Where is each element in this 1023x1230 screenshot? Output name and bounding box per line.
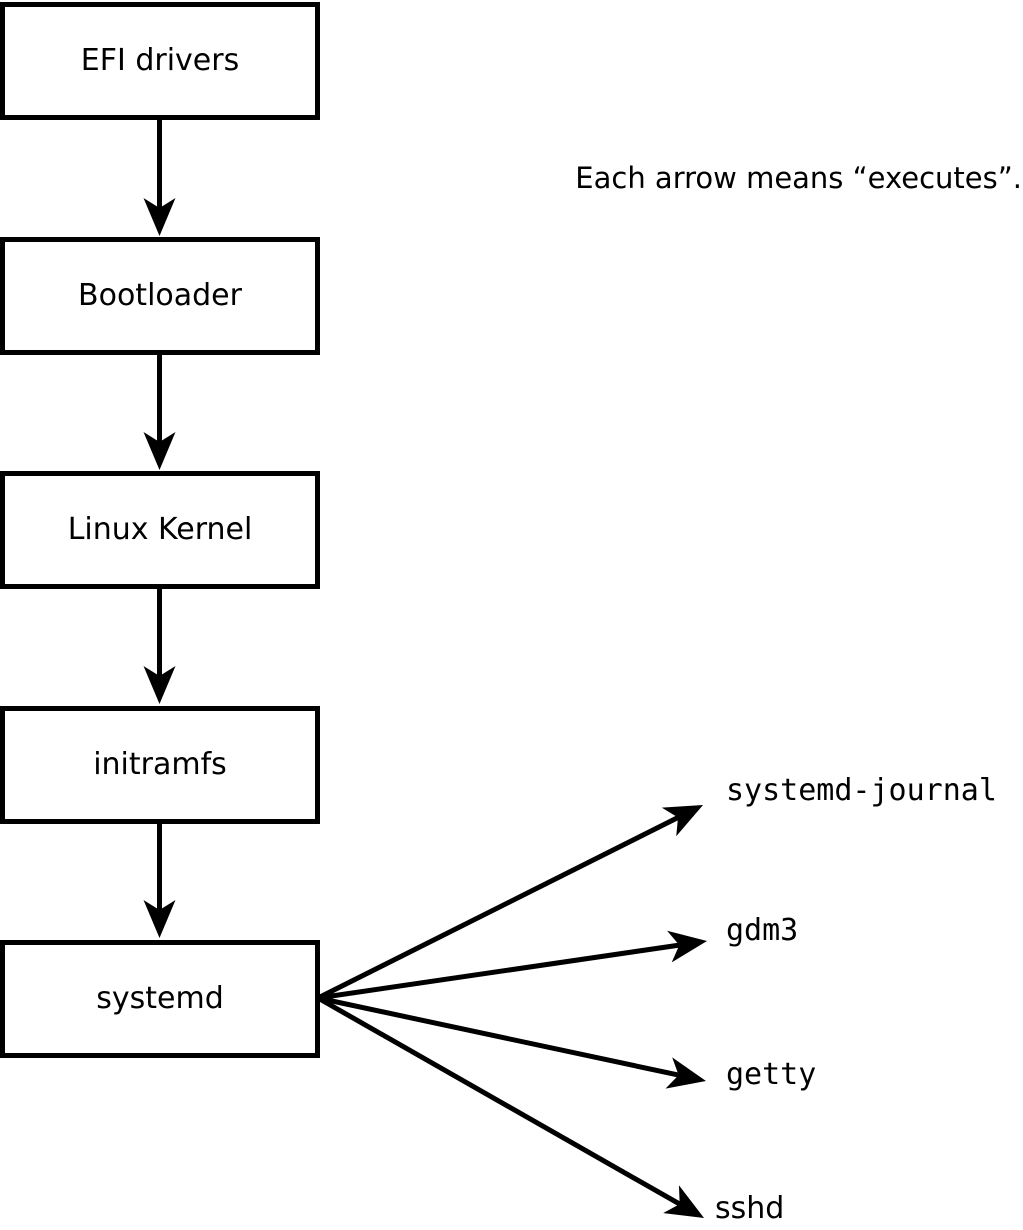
box-linux-kernel-label: Linux Kernel <box>67 512 253 547</box>
arrow-systemd-to-sshd <box>316 995 705 1218</box>
arrow-systemd-to-journal <box>316 804 704 1001</box>
box-initramfs: initramfs <box>0 706 320 824</box>
box-initramfs-label: initramfs <box>93 747 227 782</box>
label-gdm3: gdm3 <box>726 913 799 948</box>
label-systemd-journal: systemd-journal <box>726 773 997 808</box>
box-bootloader-label: Bootloader <box>78 278 242 313</box>
box-systemd: systemd <box>0 940 320 1058</box>
label-getty: getty <box>726 1057 817 1092</box>
box-efi-drivers-label: EFI drivers <box>80 43 240 78</box>
arrow-systemd-to-gdm3 <box>317 930 708 1001</box>
arrow-meaning-note: Each arrow means “executes”. <box>575 161 1022 195</box>
arrow-systemd-to-getty <box>317 995 706 1089</box>
box-efi-drivers: EFI drivers <box>0 2 320 120</box>
box-bootloader: Bootloader <box>0 237 320 355</box>
box-systemd-label: systemd <box>96 981 224 1016</box>
label-sshd: sshd <box>715 1191 785 1226</box>
box-linux-kernel: Linux Kernel <box>0 471 320 589</box>
